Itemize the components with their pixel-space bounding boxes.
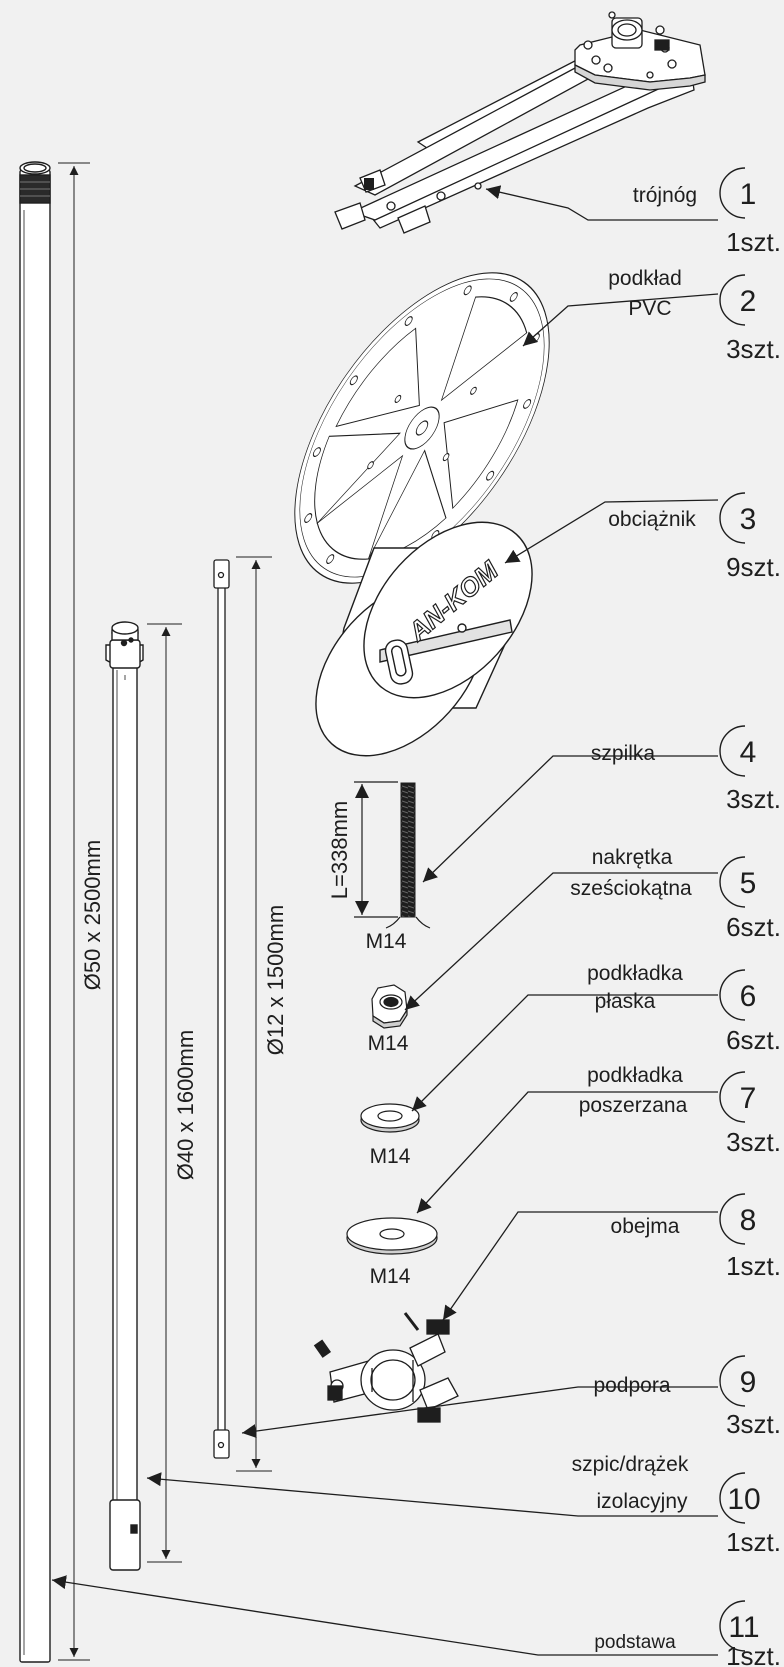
item-quantity: 3szt.	[726, 334, 781, 364]
item-name-line2: poszerzana	[579, 1094, 688, 1117]
insulating-tip-dimension	[147, 623, 182, 1563]
item-name-line2: izolacyjny	[596, 1490, 688, 1513]
insulating-tip-drawing	[105, 621, 144, 1571]
weight-drawing: AN-KOM	[315, 521, 533, 757]
item-number: 4	[740, 736, 757, 769]
callout-bubble	[719, 1472, 746, 1524]
item-name: nakrętka	[592, 846, 673, 869]
item-callout-10: szpic/drążek izolacyjny 10 1szt.	[572, 1453, 781, 1557]
callout-bubble	[719, 1071, 746, 1123]
item-quantity: 6szt.	[726, 912, 781, 942]
item-callout-3: obciążnik 3 9szt.	[608, 492, 781, 582]
callout-bubble	[719, 856, 746, 908]
item-name: obejma	[611, 1215, 680, 1238]
item-number: 3	[740, 503, 757, 536]
item-callout-4: szpilka 4 3szt.	[591, 725, 781, 814]
support-rod-drawing	[213, 559, 230, 1459]
item-name: trójnóg	[633, 184, 697, 207]
wide-washer-thread-label: M14	[370, 1265, 411, 1288]
item-number: 11	[728, 1611, 759, 1644]
base-pole-dimension-label: Ø50 x 2500mm	[80, 840, 105, 990]
clamp-drawing	[313, 1312, 459, 1423]
leader-lines	[51, 185, 719, 1656]
item-callout-7: podkładka poszerzana 7 3szt.	[579, 1064, 781, 1157]
item-name: podkładka	[587, 1064, 683, 1087]
nut-thread-label: M14	[368, 1032, 409, 1055]
base-pole-dimension	[58, 162, 90, 1661]
item-number: 2	[740, 285, 757, 318]
item-number: 6	[740, 980, 757, 1013]
item-callout-6: podkładka płaska 6 6szt.	[587, 962, 781, 1055]
item-number: 8	[740, 1204, 757, 1237]
callout-bubble	[719, 969, 746, 1021]
pin-dimension	[354, 781, 398, 918]
item-name-line2: sześciokątna	[570, 877, 692, 900]
item-quantity: 3szt.	[726, 1127, 781, 1157]
support-rod-dimension-label: Ø12 x 1500mm	[263, 905, 288, 1055]
callout-bubble	[719, 167, 746, 219]
callout-bubble	[719, 492, 746, 544]
item-quantity: 3szt.	[726, 1409, 781, 1439]
item-name: obciążnik	[608, 508, 696, 531]
item-name: szpilka	[591, 742, 656, 765]
item-name: podpora	[593, 1374, 670, 1397]
callout-bubble	[719, 1600, 746, 1652]
item-name-line2: płaska	[595, 990, 656, 1013]
item-quantity: 3szt.	[726, 784, 781, 814]
item-quantity: 6szt.	[726, 1025, 781, 1055]
item-callout-5: nakrętka sześciokątna 5 6szt.	[570, 846, 781, 942]
item-number: 7	[740, 1082, 757, 1115]
item-name-line2: PVC	[628, 297, 671, 320]
item-number: 9	[740, 1366, 757, 1399]
item-name: podkład	[608, 267, 682, 290]
item-quantity: 1szt.	[726, 1527, 781, 1557]
item-number: 1	[740, 178, 757, 211]
callout-bubble	[719, 274, 746, 326]
item-name: szpic/drążek	[572, 1453, 689, 1476]
item-callout-11: podstawa 11 1szt.	[594, 1600, 781, 1667]
flat-washer-drawing	[360, 1103, 420, 1133]
item-quantity: 1szt.	[726, 1641, 781, 1667]
support-rod-dimension	[236, 556, 272, 1472]
insulating-tip-dimension-label: Ø40 x 1600mm	[173, 1030, 198, 1180]
wide-washer-drawing	[346, 1217, 438, 1255]
item-number: 5	[740, 867, 757, 900]
pin-length-label: L=338mm	[327, 801, 352, 899]
callout-bubble	[719, 1355, 746, 1407]
tripod-drawing	[334, 11, 706, 234]
item-name: podstawa	[594, 1632, 676, 1653]
base-pole-drawing	[19, 161, 51, 1663]
item-callout-9: podpora 9 3szt.	[593, 1355, 781, 1439]
item-callout-1: trójnóg 1 1szt.	[633, 167, 781, 257]
threaded-pin-drawing	[385, 782, 431, 929]
item-quantity: 9szt.	[726, 552, 781, 582]
item-callout-2: podkład PVC 2 3szt.	[608, 267, 781, 364]
callout-bubble	[719, 1193, 746, 1245]
item-number: 10	[727, 1483, 760, 1516]
item-quantity: 1szt.	[726, 1251, 781, 1281]
pin-thread-label: M14	[366, 930, 407, 953]
flat-washer-thread-label: M14	[370, 1145, 411, 1168]
item-name: podkładka	[587, 962, 683, 985]
hex-nut-drawing	[371, 984, 408, 1029]
item-quantity: 1szt.	[726, 227, 781, 257]
callout-bubble	[719, 725, 746, 777]
item-callout-8: obejma 8 1szt.	[611, 1193, 781, 1281]
